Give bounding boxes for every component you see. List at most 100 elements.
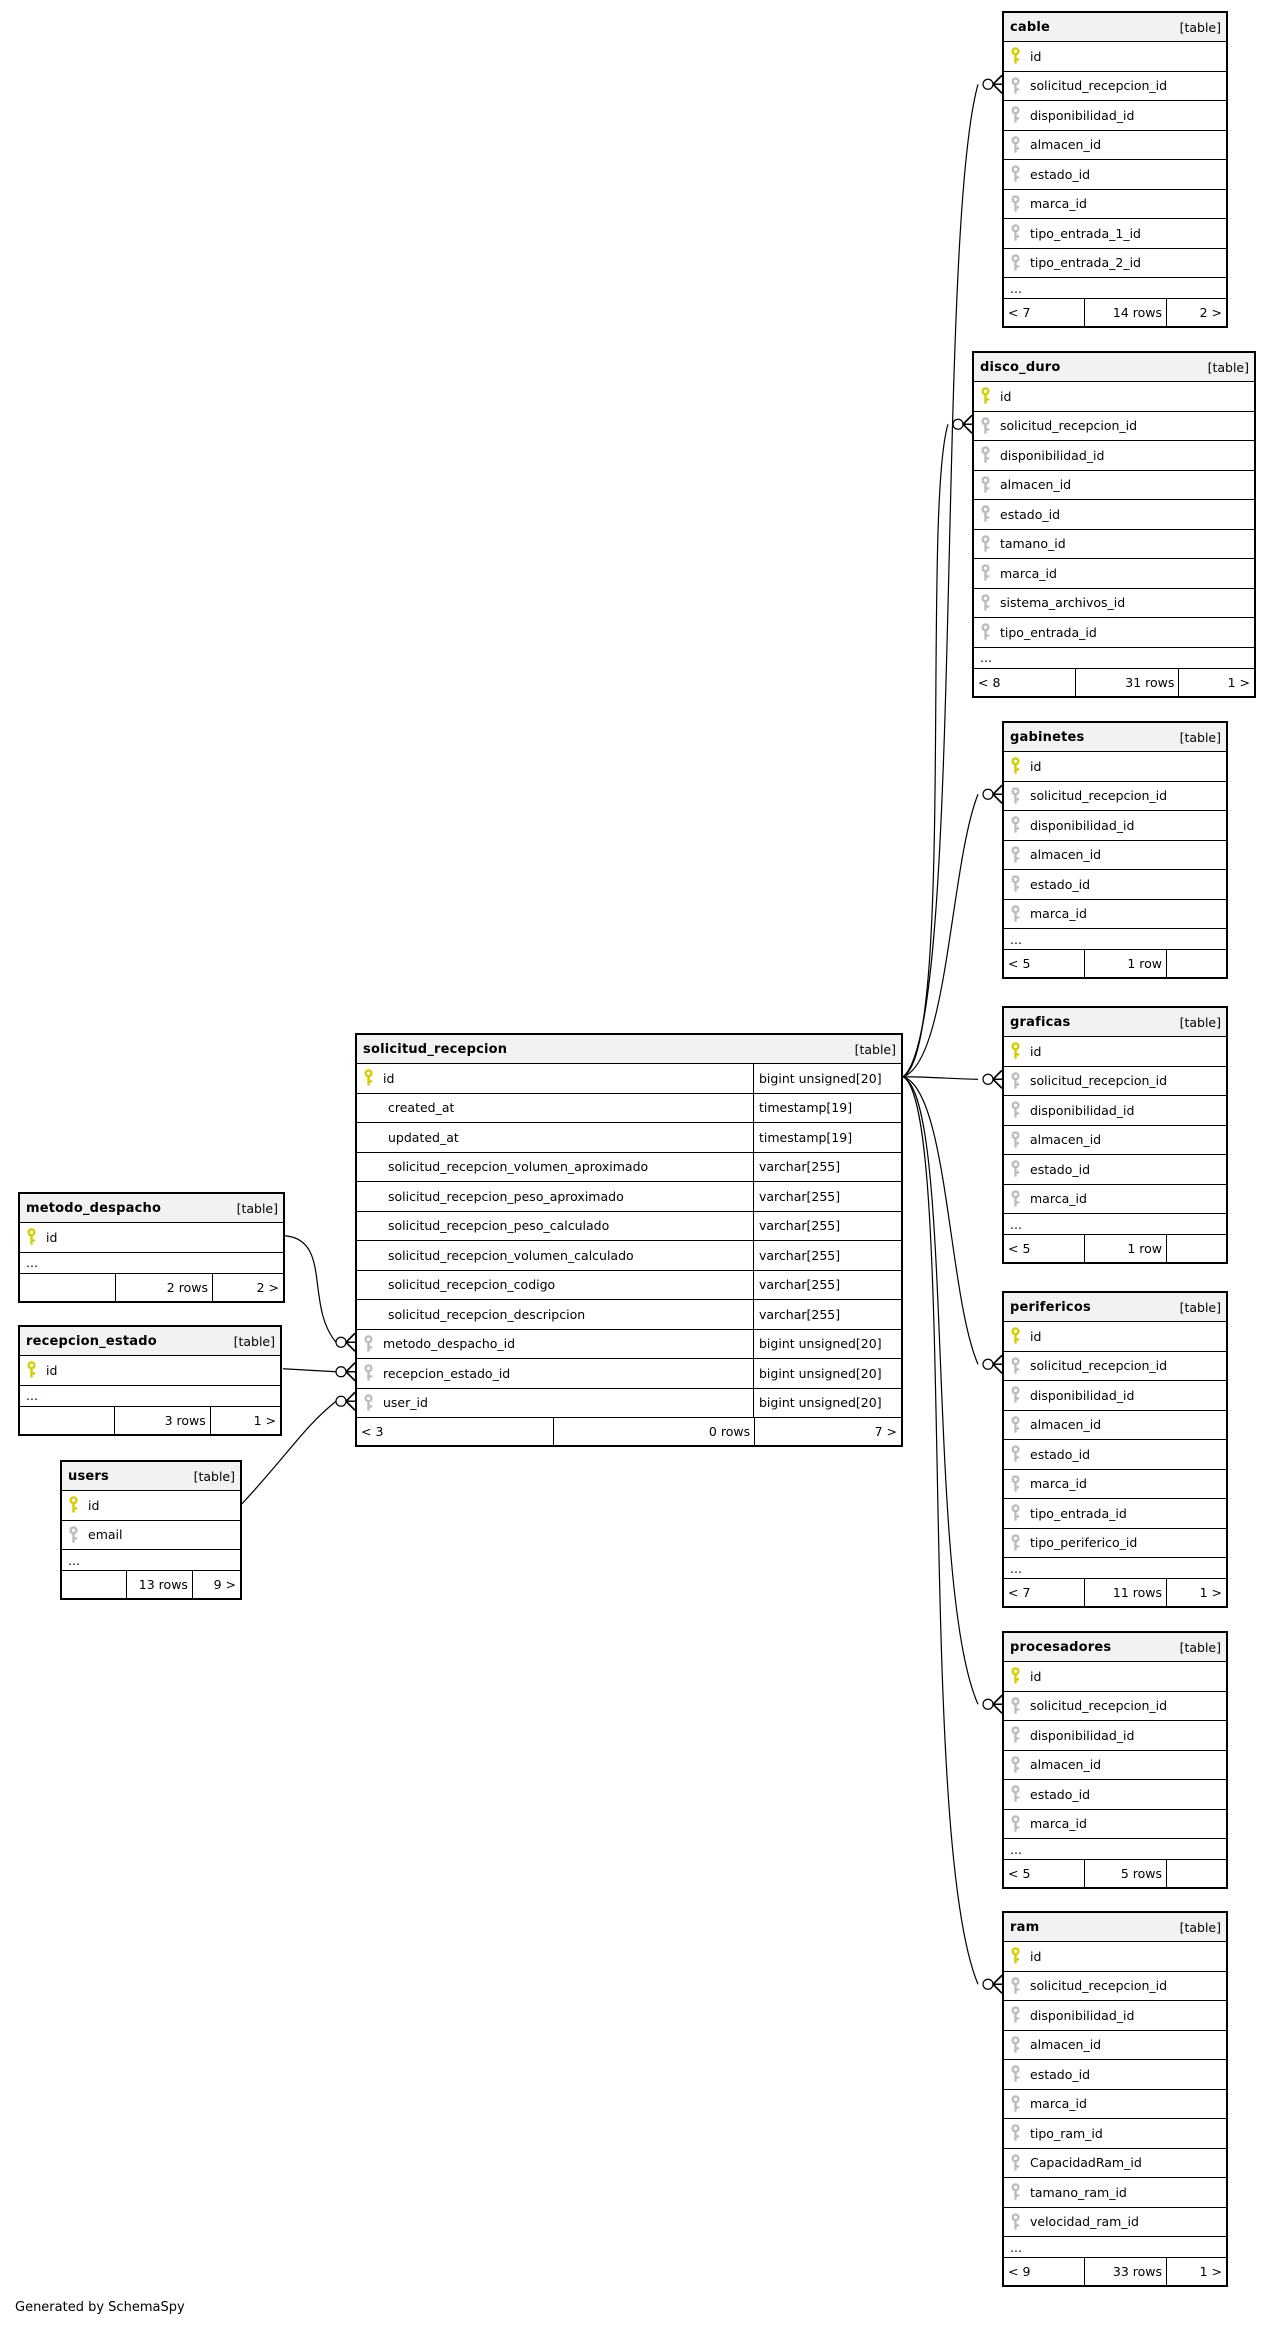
footer-children[interactable]: 1 >	[209, 1406, 280, 1434]
footer-parents[interactable]: < 8	[978, 674, 1001, 690]
footer-parents[interactable]: < 3	[361, 1424, 384, 1439]
table-header[interactable]: users[table]	[62, 1462, 240, 1491]
column-name: disponibilidad_id	[1030, 1102, 1135, 1118]
column-name: marca_id	[1000, 565, 1057, 581]
relationship-line	[282, 1368, 337, 1373]
column-name-cell: marca_id	[1004, 1810, 1226, 1839]
footer-children[interactable]	[1166, 1860, 1226, 1887]
footer-row-count[interactable]: 31 rows	[1074, 668, 1179, 696]
footer-row-count[interactable]: 11 rows	[1083, 1579, 1166, 1606]
column-name: marca_id	[1030, 906, 1087, 922]
column-row-tipo_entrada_id: tipo_entrada_id	[1004, 1499, 1226, 1529]
column-row-id: id	[20, 1356, 280, 1386]
column-name: solicitud_recepcion_id	[1030, 1978, 1168, 1994]
footer-children[interactable]: 1 >	[1166, 2258, 1226, 2285]
footer-row-count[interactable]: 3 rows	[113, 1406, 210, 1434]
footer-children[interactable]: 2 >	[211, 1273, 283, 1301]
table-header[interactable]: cable[table]	[1004, 13, 1226, 42]
footer-parents[interactable]	[62, 1571, 126, 1598]
footer-parents[interactable]: < 7	[1008, 305, 1031, 320]
relationship-line	[902, 1076, 979, 1080]
column-name-cell: metodo_despacho_id	[357, 1330, 753, 1359]
column-row-id: id	[974, 382, 1254, 412]
column-name: disponibilidad_id	[1030, 1727, 1135, 1743]
crows-foot-icon	[992, 784, 1003, 804]
column-name: tipo_entrada_2_id	[1030, 255, 1141, 271]
ellipsis-text: ...	[1010, 2239, 1022, 2255]
footer-children[interactable]	[1166, 1235, 1226, 1262]
footer-children[interactable]: 1 >	[1178, 668, 1254, 696]
footer-row-count[interactable]: 2 rows	[114, 1273, 212, 1301]
column-name-cell: id	[20, 1356, 280, 1385]
ellipsis-row: ...	[1004, 1839, 1226, 1860]
table-header[interactable]: perifericos[table]	[1004, 1293, 1226, 1322]
footer-row-count[interactable]: 1 row	[1083, 950, 1166, 977]
column-name: solicitud_recepcion_peso_calculado	[388, 1218, 610, 1234]
foreign-key-icon	[1010, 2065, 1021, 2083]
footer-row-count[interactable]: 5 rows	[1083, 1860, 1166, 1887]
table-type-tag: [table]	[854, 1041, 896, 1057]
table-header[interactable]: disco_duro[table]	[974, 353, 1254, 382]
footer-row-count[interactable]: 33 rows	[1083, 2258, 1166, 2285]
footer-parents[interactable]: < 5	[1008, 956, 1031, 971]
column-name-cell: marca_id	[1004, 900, 1226, 929]
column-name: estado_id	[1030, 1161, 1091, 1177]
footer-parents[interactable]: < 7	[1008, 1585, 1031, 1600]
column-name-cell: recepcion_estado_id	[357, 1359, 753, 1388]
ellipsis-row: ...	[1004, 1214, 1226, 1235]
footer-row-count[interactable]: 0 rows	[552, 1418, 754, 1445]
table-type-tag: [table]	[193, 1468, 235, 1484]
column-name: CapacidadRam_id	[1030, 2155, 1142, 2171]
column-row-almacen_id: almacen_id	[1004, 130, 1226, 160]
column-name-cell: estado_id	[1004, 1440, 1226, 1469]
table-header[interactable]: procesadores[table]	[1004, 1633, 1226, 1662]
footer-children[interactable]: 7 >	[754, 1418, 901, 1445]
ellipsis-text: ...	[1010, 1841, 1022, 1857]
primary-key-icon	[1010, 757, 1021, 775]
foreign-key-icon	[980, 505, 991, 523]
footer-parents[interactable]: < 9	[1008, 2264, 1031, 2279]
table-header[interactable]: metodo_despacho[table]	[20, 1194, 283, 1223]
column-name: disponibilidad_id	[1030, 817, 1135, 833]
column-name: tipo_entrada_1_id	[1030, 225, 1141, 241]
column-type: varchar[255]	[753, 1182, 901, 1211]
column-name: marca_id	[1030, 2096, 1087, 2112]
ellipsis-row: ...	[20, 1252, 283, 1274]
footer-children[interactable]: 2 >	[1166, 299, 1226, 326]
table-header[interactable]: recepcion_estado[table]	[20, 1327, 280, 1356]
column-row-id: id	[1004, 1662, 1226, 1692]
table-header[interactable]: ram[table]	[1004, 1913, 1226, 1942]
footer-parents[interactable]	[20, 1274, 115, 1301]
footer-row-count[interactable]: 13 rows	[126, 1571, 192, 1598]
column-name: id	[383, 1070, 395, 1086]
column-name-cell: tipo_ram_id	[1004, 2119, 1226, 2148]
footer-children[interactable]: 1 >	[1166, 1579, 1226, 1606]
table-header[interactable]: graficas[table]	[1004, 1008, 1226, 1037]
footer-children[interactable]: 9 >	[191, 1571, 240, 1598]
footer-parents[interactable]	[20, 1407, 114, 1434]
footer-parents[interactable]: < 5	[1008, 1241, 1031, 1256]
table-type-tag: [table]	[1179, 1014, 1221, 1030]
column-name-cell: tipo_entrada_2_id	[1004, 249, 1226, 278]
footer-row-count[interactable]: 1 row	[1083, 1235, 1166, 1262]
footer-row-count[interactable]: 14 rows	[1083, 299, 1166, 326]
column-name: tipo_periferico_id	[1030, 1535, 1138, 1551]
table-header[interactable]: gabinetes[table]	[1004, 723, 1226, 752]
table-header[interactable]: solicitud_recepcion[table]	[357, 1035, 901, 1064]
footer-children[interactable]	[1166, 950, 1226, 977]
footer-parents[interactable]: < 5	[1008, 1866, 1031, 1881]
